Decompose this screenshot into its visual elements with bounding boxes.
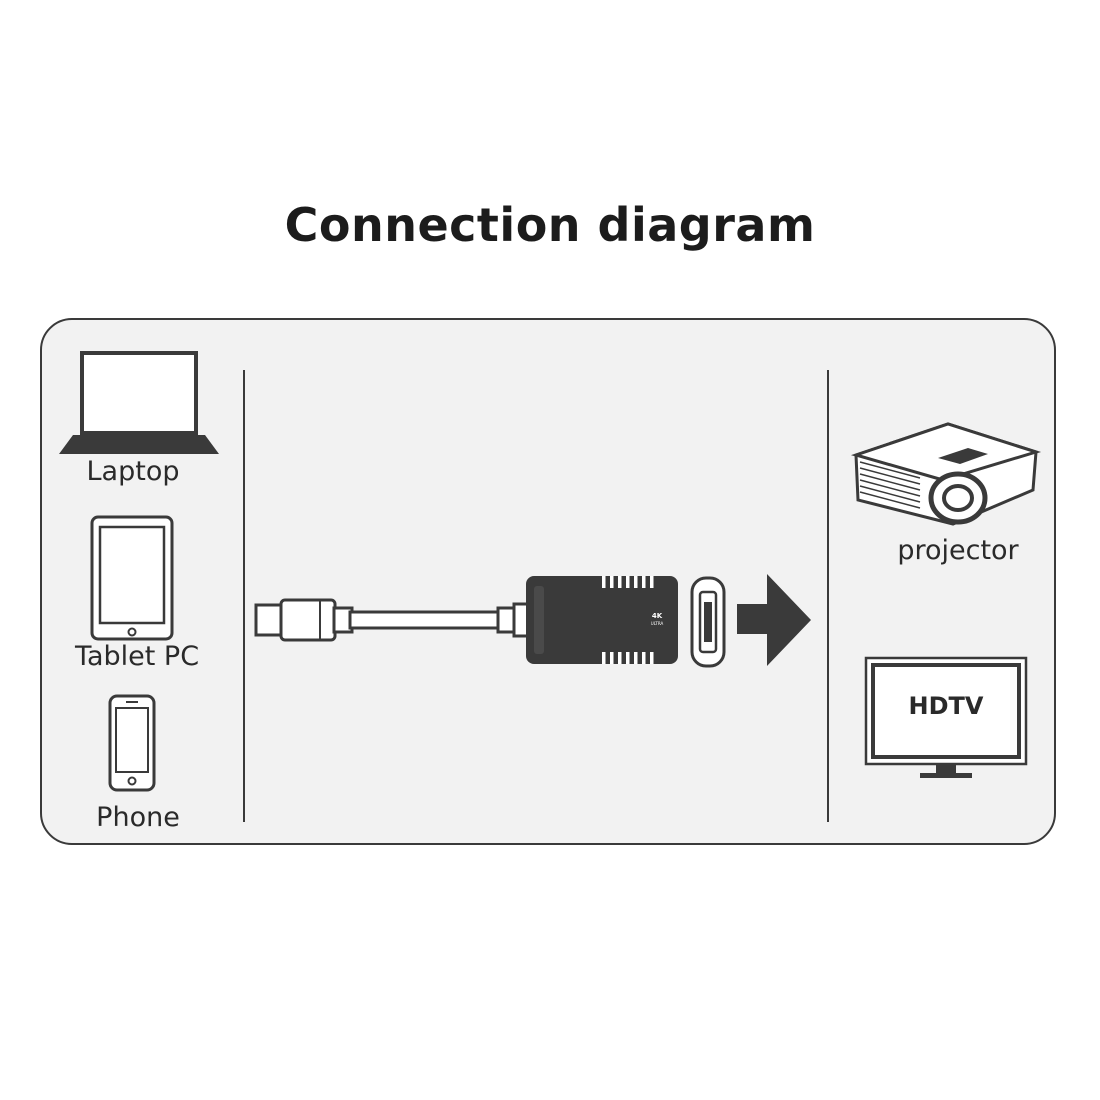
adapter-cable-icon: [254, 576, 678, 664]
badge-main-text: 4K: [651, 612, 663, 620]
laptop-icon: [59, 351, 219, 454]
projector-icon: [850, 422, 1042, 526]
right-divider: [827, 370, 829, 822]
label-phone: Phone: [96, 802, 180, 833]
phone-icon: [108, 694, 156, 792]
tablet-icon: [90, 515, 174, 641]
tv-icon: [864, 656, 1028, 778]
badge-sub-text: ULTRA: [650, 621, 664, 626]
4k-badge: 4K ULTRA: [650, 612, 664, 630]
diagram-title: Connection diagram: [284, 198, 816, 252]
label-projector: projector: [897, 535, 1019, 566]
arrow-right-icon: [737, 574, 811, 666]
hdmi-port-icon: [690, 576, 726, 668]
label-hdtv: HDTV: [908, 692, 984, 720]
left-divider: [243, 370, 245, 822]
label-laptop: Laptop: [86, 456, 180, 487]
label-tablet: Tablet PC: [74, 641, 200, 672]
